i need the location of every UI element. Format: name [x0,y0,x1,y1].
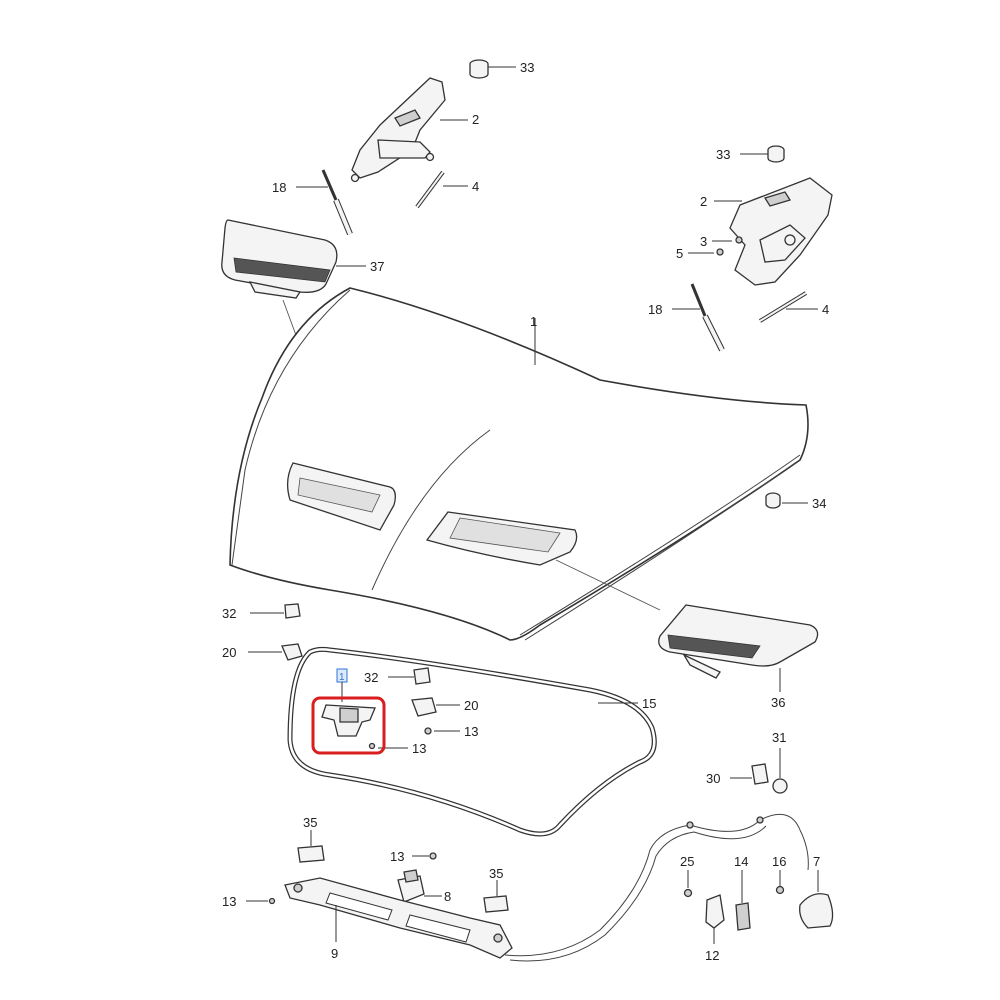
callout-32-outer: 32 [222,606,236,621]
hinge-upper-assembly[interactable] [350,59,517,183]
support-9[interactable] [246,877,513,959]
callout-5-right: 5 [676,246,683,261]
svg-text:1: 1 [339,672,345,683]
callout-15: 15 [642,696,656,711]
bracket-20-inner[interactable] [411,697,460,717]
bracket-32-inner[interactable] [388,667,431,685]
callout-20-inner: 20 [464,698,478,713]
callout-37: 37 [370,259,384,274]
callout-4-top: 4 [472,179,479,194]
pad-35-right[interactable] [483,880,509,913]
screw-13-latch[interactable] [412,852,437,860]
hood-panel[interactable] [229,287,809,641]
callout-12: 12 [705,948,719,963]
callout-25: 25 [680,854,694,869]
release-cable[interactable] [504,813,809,962]
callout-31: 31 [772,730,786,745]
strut-lower-right[interactable] [758,291,818,323]
callout-32-inner: 32 [364,670,378,685]
callout-16: 16 [772,854,786,869]
callout-13-support: 13 [222,894,236,909]
strut-upper-right[interactable] [415,170,468,209]
screw-16[interactable] [775,870,785,895]
callout-34: 34 [812,496,826,511]
handle-12[interactable] [705,894,725,944]
screw-13-inner[interactable] [424,727,460,735]
callout-20-outer: 20 [222,645,236,660]
callout-18-top: 18 [272,180,286,195]
hinge-lower-assembly[interactable] [688,145,833,286]
lever-14[interactable] [735,870,751,931]
latch-8[interactable] [397,869,442,903]
callout-33-top: 33 [520,60,534,75]
bracket-32-outer[interactable] [250,603,301,619]
callout-14: 14 [734,854,748,869]
grommet-30[interactable] [730,763,769,785]
callout-35-left: 35 [303,815,317,830]
callout-33-right: 33 [716,147,730,162]
pad-35-left[interactable] [297,830,325,863]
callout-13-latch-top: 13 [390,849,404,864]
callout-2-right: 2 [700,194,707,209]
highlight-frame [311,696,386,755]
gas-strut-upper-left[interactable] [296,169,353,236]
hood-latch-highlighted[interactable] [321,704,408,750]
callout-36: 36 [771,695,785,710]
gas-strut-lower-left[interactable] [672,283,725,352]
release-handle-7[interactable] [799,870,834,929]
callout-8: 8 [444,889,451,904]
callout-35-right: 35 [489,866,503,881]
seal-15[interactable] [287,646,657,837]
callout-4-right: 4 [822,302,829,317]
callout-1: 1 [530,314,537,329]
clip-31[interactable] [772,748,788,794]
callout-13-latch: 13 [412,741,426,756]
bracket-20-outer[interactable] [248,643,303,661]
air-scoop-right[interactable] [658,604,819,692]
callout-2-top: 2 [472,112,479,127]
callout-13-inner: 13 [464,724,478,739]
bumper-34[interactable] [765,492,808,509]
callout-7: 7 [813,854,820,869]
callout-3-right: 3 [700,234,707,249]
screw-25[interactable] [683,870,693,898]
callout-30: 30 [706,771,720,786]
callout-9: 9 [331,946,338,961]
callout-18-right: 18 [648,302,662,317]
